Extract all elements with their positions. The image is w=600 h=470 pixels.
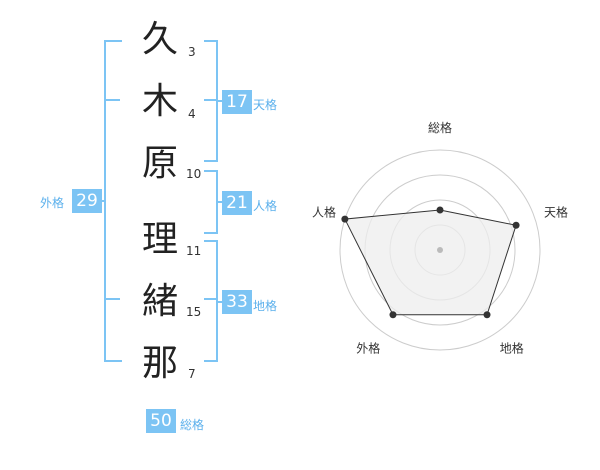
radar-axis-label: 人格: [312, 204, 336, 219]
bracket-tick: [104, 298, 120, 300]
stroke-count-6: 7: [188, 367, 196, 381]
jinkaku-badge: 21: [222, 191, 252, 215]
soukaku-label: 総格: [180, 418, 205, 432]
radar-point-4: [389, 311, 397, 319]
jinkaku-label: 人格: [253, 199, 278, 213]
radar-axis-label: 総格: [428, 120, 452, 135]
stroke-count-4: 11: [186, 244, 202, 258]
radar-axis-label: 外格: [356, 341, 380, 356]
radar-point-3: [483, 311, 491, 319]
chikaku-badge: 33: [222, 290, 252, 314]
radar-point-2: [512, 221, 520, 229]
bracket-connector: [216, 301, 222, 303]
char-2: 木: [142, 81, 179, 122]
tenkaku-badge: 17: [222, 90, 252, 114]
bracket-connector: [216, 201, 222, 203]
tenkaku-label: 天格: [253, 98, 278, 112]
stroke-count-3: 10: [186, 167, 202, 181]
radar-points: [341, 206, 520, 319]
stroke-count-2: 4: [188, 107, 196, 121]
radar-axis-label: 天格: [544, 204, 568, 219]
char-6: 那: [142, 343, 179, 384]
bracket-tick: [104, 99, 120, 101]
gaikaku-badge: 29: [72, 189, 102, 213]
chikaku-label: 地格: [253, 299, 278, 313]
char-3: 原: [142, 143, 179, 184]
bracket-tick: [204, 298, 216, 300]
radar-point-1: [436, 206, 444, 214]
stroke-count-1: 3: [188, 45, 196, 59]
radar-center: [437, 247, 443, 253]
bracket-connector: [216, 100, 222, 102]
gaikaku-label: 外格: [40, 196, 65, 210]
radar-point-5: [341, 215, 349, 223]
stroke-count-5: 15: [186, 305, 202, 319]
radar-axis-label: 地格: [500, 341, 524, 356]
soukaku-badge: 50: [146, 409, 176, 433]
char-4: 理: [142, 219, 179, 260]
radar-ring: [339, 149, 541, 351]
gaikaku-bracket: [104, 40, 122, 362]
radar-polygon: [344, 209, 517, 316]
char-1: 久: [142, 19, 179, 60]
char-5: 緒: [142, 281, 179, 322]
name-breakdown: 久 3 木 4 原 10 理 11 緒 15 那 7 外格 29 17 天格 2…: [40, 19, 278, 433]
bracket-tick: [204, 99, 216, 101]
